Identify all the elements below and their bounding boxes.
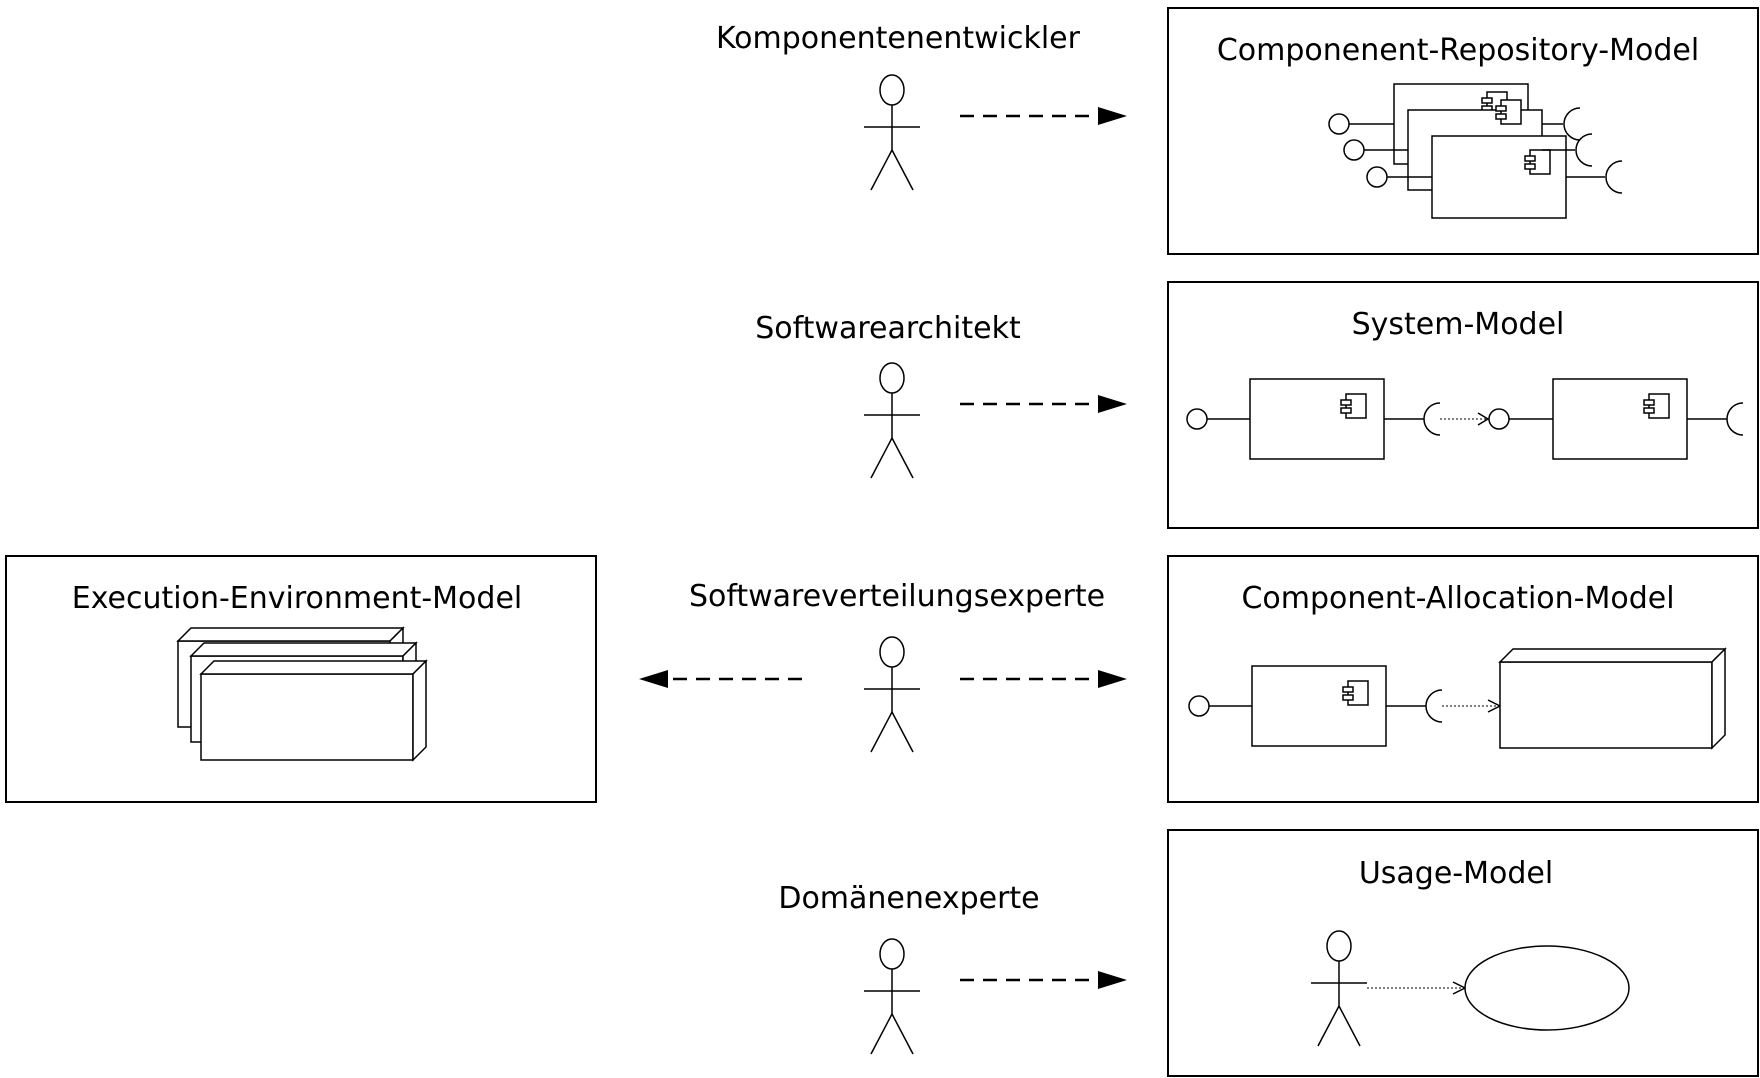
role-label-komponentenentwickler: Komponentenentwickler xyxy=(716,21,1081,56)
arrow-domaenenexperte-to-usage xyxy=(960,971,1127,989)
actor-icon-domaenenexperte xyxy=(863,938,921,1055)
actor-icon-softwarearchitekt xyxy=(863,362,921,479)
arrow-softwarearchitekt-to-system xyxy=(960,395,1127,413)
arrow-komponentenentwickler-to-repository xyxy=(960,107,1127,125)
usage-model-title: Usage-Model xyxy=(1359,856,1553,891)
role-label-softwarearchitekt: Softwarearchitekt xyxy=(755,311,1021,346)
allocation-model-title: Component-Allocation-Model xyxy=(1241,581,1674,616)
system-model-title: System-Model xyxy=(1352,307,1565,342)
actor-icon-komponentenentwickler xyxy=(863,74,921,191)
arrow-verteilungsexperte-to-allocation xyxy=(960,670,1127,688)
arrow-verteilungsexperte-to-environment xyxy=(639,670,802,688)
system-model-box: System-Model xyxy=(1167,281,1759,529)
repository-model-box: Componenent-Repository-Model xyxy=(1167,7,1759,255)
usage-model-box: Usage-Model xyxy=(1167,829,1759,1077)
repository-model-title: Componenent-Repository-Model xyxy=(1217,33,1699,68)
allocation-model-box: Component-Allocation-Model xyxy=(1167,555,1759,803)
environment-model-title: Execution-Environment-Model xyxy=(72,581,523,616)
actor-icon-softwareverteilungsexperte xyxy=(863,636,921,753)
role-label-softwareverteilungsexperte: Softwareverteilungsexperte xyxy=(689,579,1105,614)
environment-model-box: Execution-Environment-Model xyxy=(5,555,597,803)
role-label-domaenenexperte: Domänenexperte xyxy=(778,881,1039,916)
